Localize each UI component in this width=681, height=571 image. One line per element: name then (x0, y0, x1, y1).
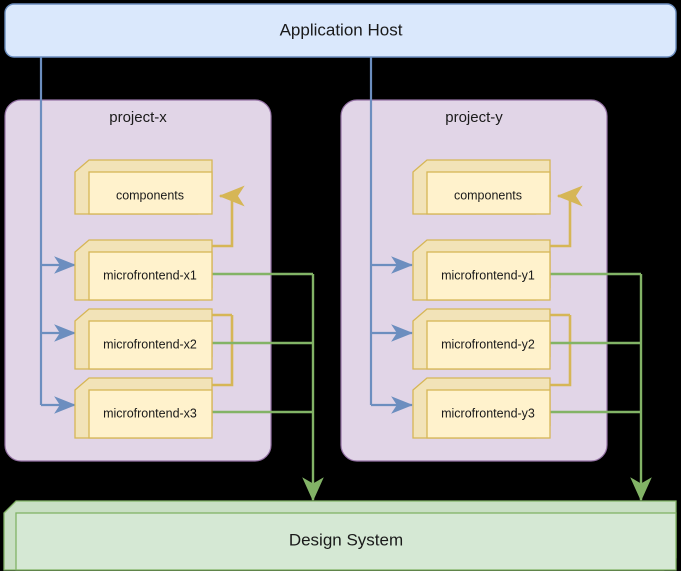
edges-microfrontend-to-components-y (550, 185, 583, 387)
edges-host-to-project-y (369, 57, 414, 414)
group-project-x-label: project-x (109, 109, 167, 126)
node-face (88, 389, 213, 439)
edge-y1-to-components (550, 196, 572, 248)
edge-x3-to-components (212, 315, 234, 387)
application-host-box: Application Host (4, 3, 677, 58)
design-system-box[interactable]: Design System (3, 500, 677, 571)
edge-x1-to-components (212, 196, 234, 248)
group-project-y-label: project-y (445, 109, 503, 126)
node-face (88, 320, 213, 370)
application-host-label: Application Host (280, 20, 403, 39)
edges-project-x-to-design-system (212, 272, 324, 502)
node-components-y[interactable]: components (412, 159, 551, 215)
node-microfrontend-y1-label: microfrontend-y1 (441, 268, 535, 282)
application-host-shape (4, 3, 677, 58)
node-face (426, 251, 551, 301)
node-components-y-label: components (454, 188, 522, 202)
node-microfrontend-x3-label: microfrontend-x3 (103, 406, 197, 420)
node-microfrontend-x1[interactable]: microfrontend-x1 (74, 239, 213, 301)
node-microfrontend-y2-label: microfrontend-y2 (441, 337, 535, 351)
edges-host-to-project-x (39, 57, 77, 414)
node-face (88, 251, 213, 301)
edges-project-y-to-design-system (550, 272, 652, 502)
node-face (426, 320, 551, 370)
node-face (426, 171, 551, 215)
node-microfrontend-y1[interactable]: microfrontend-y1 (412, 239, 551, 301)
node-microfrontend-y3[interactable]: microfrontend-y3 (412, 377, 551, 439)
node-face (88, 171, 213, 215)
node-face (426, 389, 551, 439)
node-components-x-label: components (116, 188, 184, 202)
design-system-label: Design System (289, 530, 403, 549)
node-microfrontend-x3[interactable]: microfrontend-x3 (74, 377, 213, 439)
edges-microfrontend-to-components-x (212, 185, 245, 387)
node-microfrontend-x2[interactable]: microfrontend-x2 (74, 308, 213, 370)
node-components-x[interactable]: components (74, 159, 213, 215)
design-system-face (15, 512, 677, 571)
node-microfrontend-y2[interactable]: microfrontend-y2 (412, 308, 551, 370)
node-microfrontend-x2-label: microfrontend-x2 (103, 337, 197, 351)
node-microfrontend-x1-label: microfrontend-x1 (103, 268, 197, 282)
edge-y3-to-components (550, 315, 572, 387)
node-microfrontend-y3-label: microfrontend-y3 (441, 406, 535, 420)
